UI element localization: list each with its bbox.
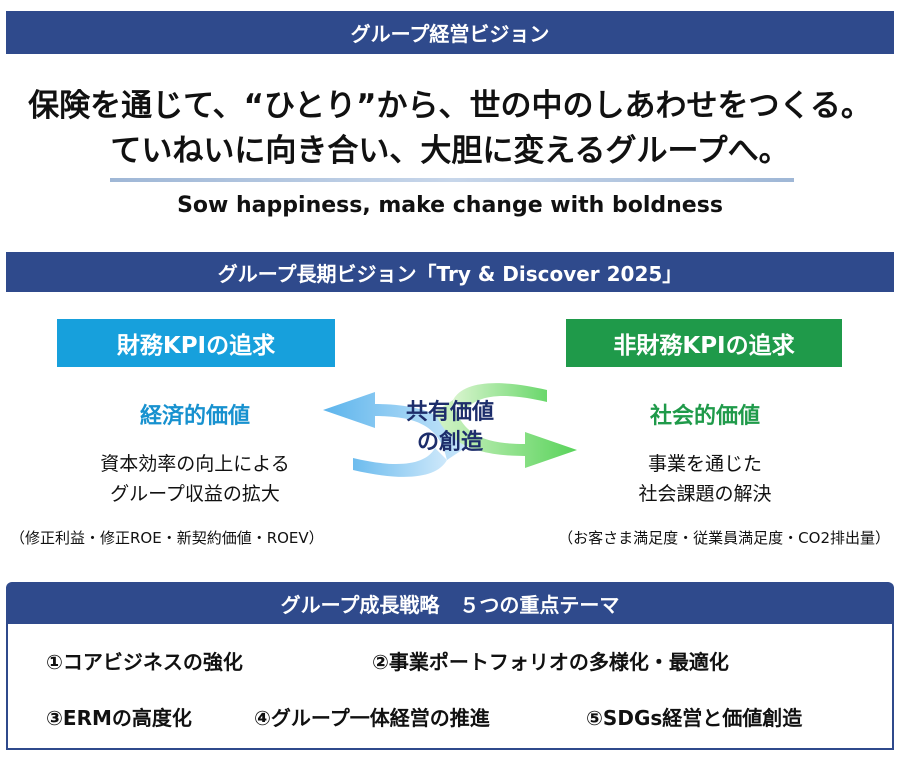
themes-panel <box>6 624 894 750</box>
vision-header: グループ経営ビジョン <box>6 11 894 54</box>
economic-desc-line1: 資本効率の向上による <box>100 453 290 475</box>
economic-value-description: 資本効率の向上による グループ収益の拡大 <box>40 449 350 509</box>
social-value-title: 社会的価値 <box>649 404 760 429</box>
growth-strategy-header: グループ成長戦略 ５つの重点テーマ <box>6 582 894 624</box>
non-financial-kpi-label: 非財務KPIの追求 <box>613 333 795 359</box>
shared-value-line1: 共有価値 <box>405 400 494 425</box>
vision-statement-line2: ていねいに向き合い、大胆に変えるグループへ。 <box>110 133 790 169</box>
economic-desc-line2: グループ収益の拡大 <box>110 483 280 505</box>
vision-english: Sow happiness, make change with boldness <box>177 193 723 218</box>
theme-item: ①コアビジネスの強化 <box>46 650 243 674</box>
growth-strategy-label: グループ成長戦略 ５つの重点テーマ <box>280 592 620 617</box>
financial-kpi-box: 財務KPIの追求 <box>57 319 335 367</box>
non-financial-kpi-note: （お客さま満足度・従業員満足度・CO2排出量） <box>558 529 890 547</box>
theme-item: ④グループ一体経営の推進 <box>254 706 490 730</box>
long-term-vision-label: グループ長期ビジョン「Try & Discover 2025」 <box>217 261 683 286</box>
green-cycle-upper <box>453 383 547 412</box>
cycle-arrows-icon <box>323 383 577 477</box>
financial-kpi-note: （修正利益・修正ROE・新契約価値・ROEV） <box>10 529 324 547</box>
social-value-description: 事業を通じた 社会課題の解決 <box>560 449 850 509</box>
vision-header-label: グループ経営ビジョン <box>350 22 550 46</box>
social-desc-line1: 事業を通じた <box>647 453 762 475</box>
vision-statement-line1: 保険を通じて、“ひとり”から、世の中のしあわせをつくる。 <box>28 88 872 124</box>
divider-line <box>110 178 794 182</box>
blue-cycle-lower <box>353 448 447 477</box>
theme-item: ③ERMの高度化 <box>46 706 192 730</box>
financial-kpi-label: 財務KPIの追求 <box>116 333 276 359</box>
long-term-vision-header: グループ長期ビジョン「Try & Discover 2025」 <box>6 252 894 292</box>
theme-item: ⑤SDGs経営と価値創造 <box>586 706 803 730</box>
shared-value-label: 共有価値 の創造 <box>365 398 535 458</box>
non-financial-kpi-box: 非財務KPIの追求 <box>566 319 842 367</box>
theme-item: ②事業ポートフォリオの多様化・最適化 <box>372 650 729 674</box>
shared-value-line2: の創造 <box>416 430 483 455</box>
green-cycle-arrow <box>435 400 577 468</box>
blue-cycle-arrow <box>323 392 465 460</box>
social-desc-line2: 社会課題の解決 <box>638 483 772 505</box>
economic-value-title: 経済的価値 <box>139 404 250 429</box>
